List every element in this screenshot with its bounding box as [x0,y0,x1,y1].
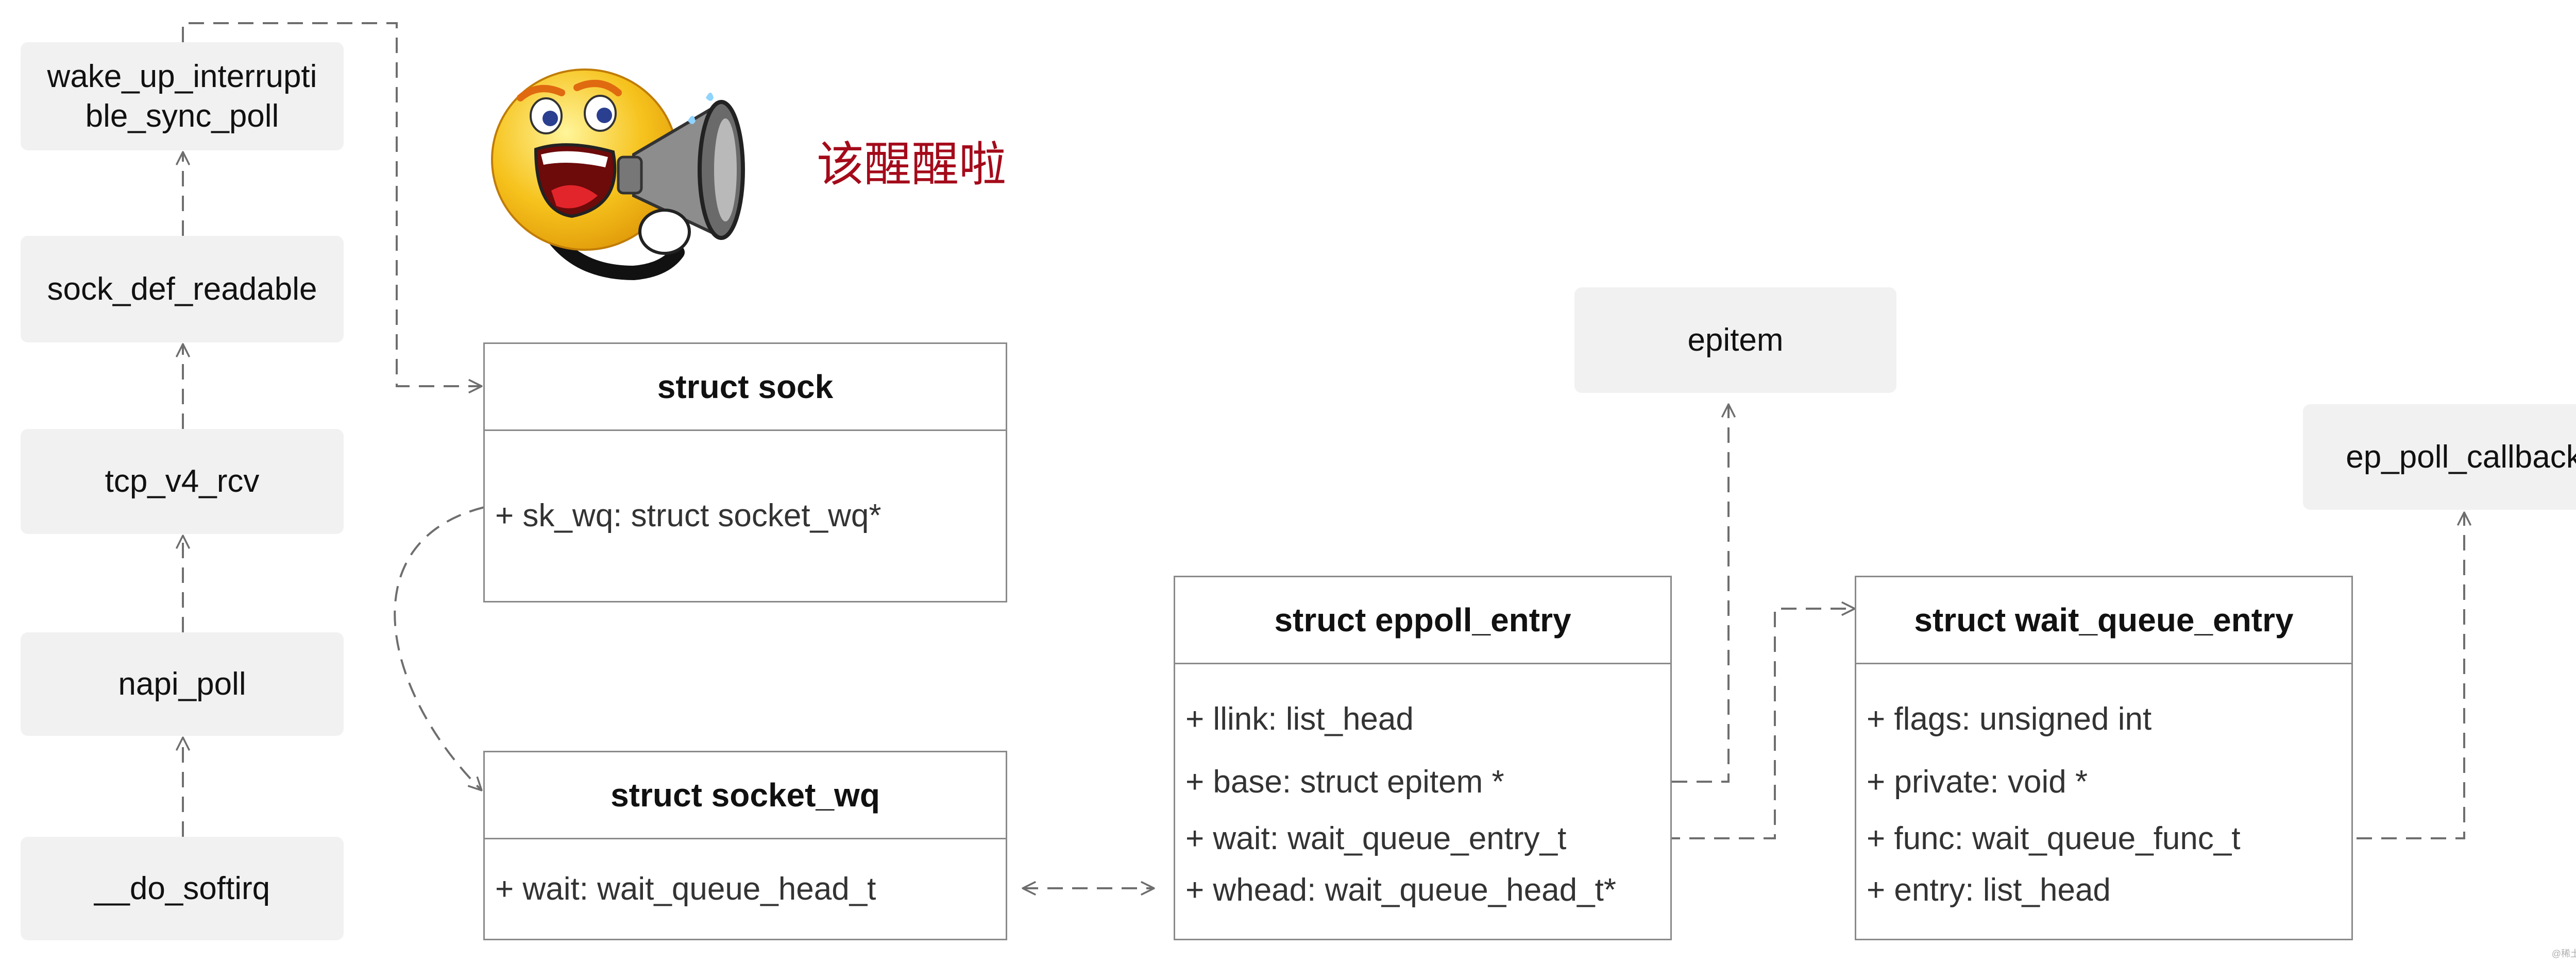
megaphone-emoji-icon [491,68,745,281]
do-softirq-box: __do_softirq [21,837,344,940]
struct-wait-queue-entry-title: struct wait_queue_entry [1856,577,2351,664]
arrow-wakeup-to-sock [182,22,482,386]
field-func: + func: wait_queue_func_t [1867,821,2241,856]
field-whead: + whead: wait_queue_head_t* [1185,872,1616,908]
struct-wait-queue-entry-box: struct wait_queue_entry + flags: unsigne… [1855,576,2353,940]
field-base: + base: struct epitem * [1185,764,1504,800]
field-private: + private: void * [1867,764,2088,800]
struct-eppoll-entry-box: struct eppoll_entry + llink: list_head +… [1174,576,1672,940]
arrow-wait-to-waitqueueentry [1615,609,1855,839]
watermark: @稀土掘金技术社区 [2551,949,2576,959]
ep-poll-callback-box: ep_poll_callback [2303,404,2576,510]
struct-sock-title: struct sock [485,344,1006,431]
struct-socket-wq-box: struct socket_wq + wait: wait_queue_head… [483,751,1007,940]
field-entry: + entry: list_head [1867,872,2111,908]
epitem-box: epitem [1574,287,1896,393]
struct-sock-box: struct sock + sk_wq: struct socket_wq* [483,342,1007,602]
wake-up-banner-text: 该醒醒啦 [817,137,1007,192]
struct-eppoll-entry-title: struct eppoll_entry [1175,577,1670,664]
field-wait: + wait: wait_queue_head_t [495,871,876,907]
sock-def-readable-box: sock_def_readable [21,236,344,342]
field-llink: + llink: list_head [1185,701,1414,737]
arrow-sk_wq-to-socket_wq [394,506,485,790]
wake-up-interruptible-sync-poll-box: wake_up_interrupti ble_sync_poll [21,42,344,150]
field-flags: + flags: unsigned int [1867,701,2152,737]
tcp-v4-rcv-box: tcp_v4_rcv [21,429,344,534]
field-sk-wq: + sk_wq: struct socket_wq* [495,498,882,533]
napi-poll-box: napi_poll [21,632,344,736]
field-wait: + wait: wait_queue_entry_t [1185,821,1567,856]
struct-socket-wq-title: struct socket_wq [485,752,1006,839]
